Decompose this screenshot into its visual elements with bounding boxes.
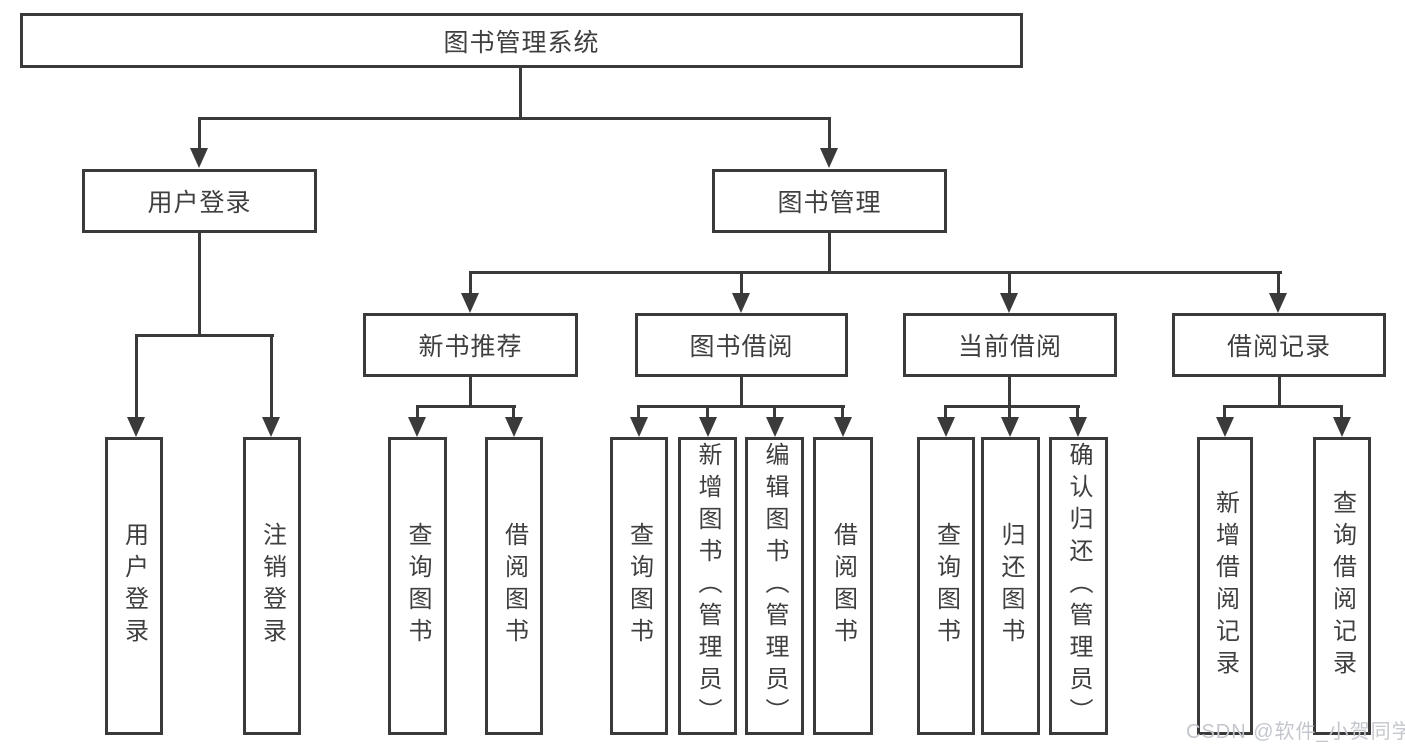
connector-line bbox=[773, 405, 776, 420]
leaf-label: 查询图书 bbox=[404, 522, 431, 650]
node-leaf-return-book: 归还图书 bbox=[981, 437, 1040, 735]
leaf-label: 借阅图书 bbox=[829, 522, 857, 650]
arrow-down-icon bbox=[937, 417, 955, 437]
leaf-label: 新增图书（管理员） bbox=[694, 442, 721, 730]
connector-line bbox=[198, 117, 831, 120]
arrow-down-icon bbox=[461, 293, 479, 313]
arrow-down-icon bbox=[732, 293, 750, 313]
arrow-down-icon bbox=[408, 417, 426, 437]
connector-line bbox=[828, 117, 831, 150]
leaf-label: 编辑图书（管理员） bbox=[761, 442, 788, 730]
connector-line bbox=[1277, 271, 1280, 295]
node-user-login: 用户登录 bbox=[82, 169, 317, 233]
node-book-borrowing: 图书借阅 bbox=[635, 313, 848, 377]
arrow-down-icon bbox=[1000, 293, 1018, 313]
arrow-down-icon bbox=[820, 148, 838, 168]
connector-line bbox=[512, 405, 515, 420]
arrow-down-icon bbox=[1001, 417, 1019, 437]
leaf-label: 确认归还（管理员） bbox=[1065, 442, 1092, 730]
node-root-system: 图书管理系统 bbox=[20, 13, 1023, 68]
connector-line bbox=[637, 405, 845, 408]
node-leaf-query-books-borrowing: 查询图书 bbox=[610, 437, 668, 735]
arrow-down-icon bbox=[190, 148, 208, 168]
connector-line bbox=[416, 405, 419, 420]
connector-line bbox=[706, 405, 709, 420]
connector-line bbox=[944, 405, 1080, 408]
node-leaf-add-borrow-record: 新增借阅记录 bbox=[1197, 437, 1253, 735]
connector-line bbox=[416, 405, 516, 408]
arrow-down-icon bbox=[1216, 417, 1234, 437]
node-book-management: 图书管理 bbox=[712, 169, 947, 233]
leaf-label: 查询图书 bbox=[932, 522, 960, 650]
node-leaf-edit-book-admin: 编辑图书（管理员） bbox=[745, 437, 804, 735]
connector-line bbox=[740, 271, 743, 295]
node-new-book-recommend: 新书推荐 bbox=[363, 313, 578, 377]
node-leaf-query-books-recommend: 查询图书 bbox=[388, 437, 447, 735]
arrow-down-icon bbox=[127, 417, 145, 437]
connector-line bbox=[469, 377, 472, 408]
connector-line bbox=[1223, 405, 1343, 408]
watermark-text: CSDN @软件_小贺同学 bbox=[1186, 721, 1405, 743]
connector-line bbox=[135, 334, 138, 419]
arrow-down-icon bbox=[834, 417, 852, 437]
leaf-label: 注销登录 bbox=[258, 522, 286, 650]
arrow-down-icon bbox=[1269, 293, 1287, 313]
connector-line bbox=[1076, 405, 1079, 420]
node-leaf-borrow-book: 借阅图书 bbox=[813, 437, 873, 735]
connector-line bbox=[198, 117, 201, 150]
arrow-down-icon bbox=[505, 417, 523, 437]
connector-line bbox=[519, 68, 522, 118]
connector-line bbox=[944, 405, 947, 420]
arrow-down-icon bbox=[1333, 417, 1351, 437]
arrow-down-icon bbox=[630, 417, 648, 437]
connector-line bbox=[1278, 377, 1281, 408]
arrow-down-icon bbox=[262, 417, 280, 437]
connector-line bbox=[469, 271, 472, 295]
connector-line bbox=[270, 334, 273, 419]
connector-line bbox=[1223, 405, 1226, 420]
leaf-label: 归还图书 bbox=[997, 522, 1024, 650]
node-leaf-query-borrow-record: 查询借阅记录 bbox=[1313, 437, 1371, 735]
connector-line bbox=[1008, 377, 1011, 408]
connector-line bbox=[828, 233, 831, 273]
node-borrow-records: 借阅记录 bbox=[1172, 313, 1386, 377]
connector-line bbox=[1008, 405, 1011, 420]
leaf-label: 用户登录 bbox=[120, 522, 148, 650]
connector-line bbox=[135, 334, 274, 337]
leaf-label: 新增借阅记录 bbox=[1211, 490, 1239, 682]
leaf-label: 查询图书 bbox=[625, 522, 653, 650]
node-leaf-user-login: 用户登录 bbox=[105, 437, 163, 735]
node-leaf-logout: 注销登录 bbox=[243, 437, 301, 735]
connector-line bbox=[1340, 405, 1343, 420]
arrow-down-icon bbox=[766, 417, 784, 437]
node-leaf-borrow-books-recommend: 借阅图书 bbox=[485, 437, 543, 735]
leaf-label: 借阅图书 bbox=[500, 522, 528, 650]
connector-line bbox=[740, 377, 743, 408]
node-leaf-add-book-admin: 新增图书（管理员） bbox=[678, 437, 737, 735]
leaf-label: 查询借阅记录 bbox=[1328, 490, 1356, 682]
arrow-down-icon bbox=[1069, 417, 1087, 437]
node-leaf-confirm-return-admin: 确认归还（管理员） bbox=[1049, 437, 1108, 735]
arrow-down-icon bbox=[699, 417, 717, 437]
connector-line bbox=[841, 405, 844, 420]
connector-line bbox=[1008, 271, 1011, 295]
connector-line bbox=[198, 233, 201, 336]
connector-line bbox=[469, 271, 1282, 274]
node-leaf-query-books-current: 查询图书 bbox=[917, 437, 975, 735]
node-current-borrowing: 当前借阅 bbox=[903, 313, 1117, 377]
connector-line bbox=[637, 405, 640, 420]
